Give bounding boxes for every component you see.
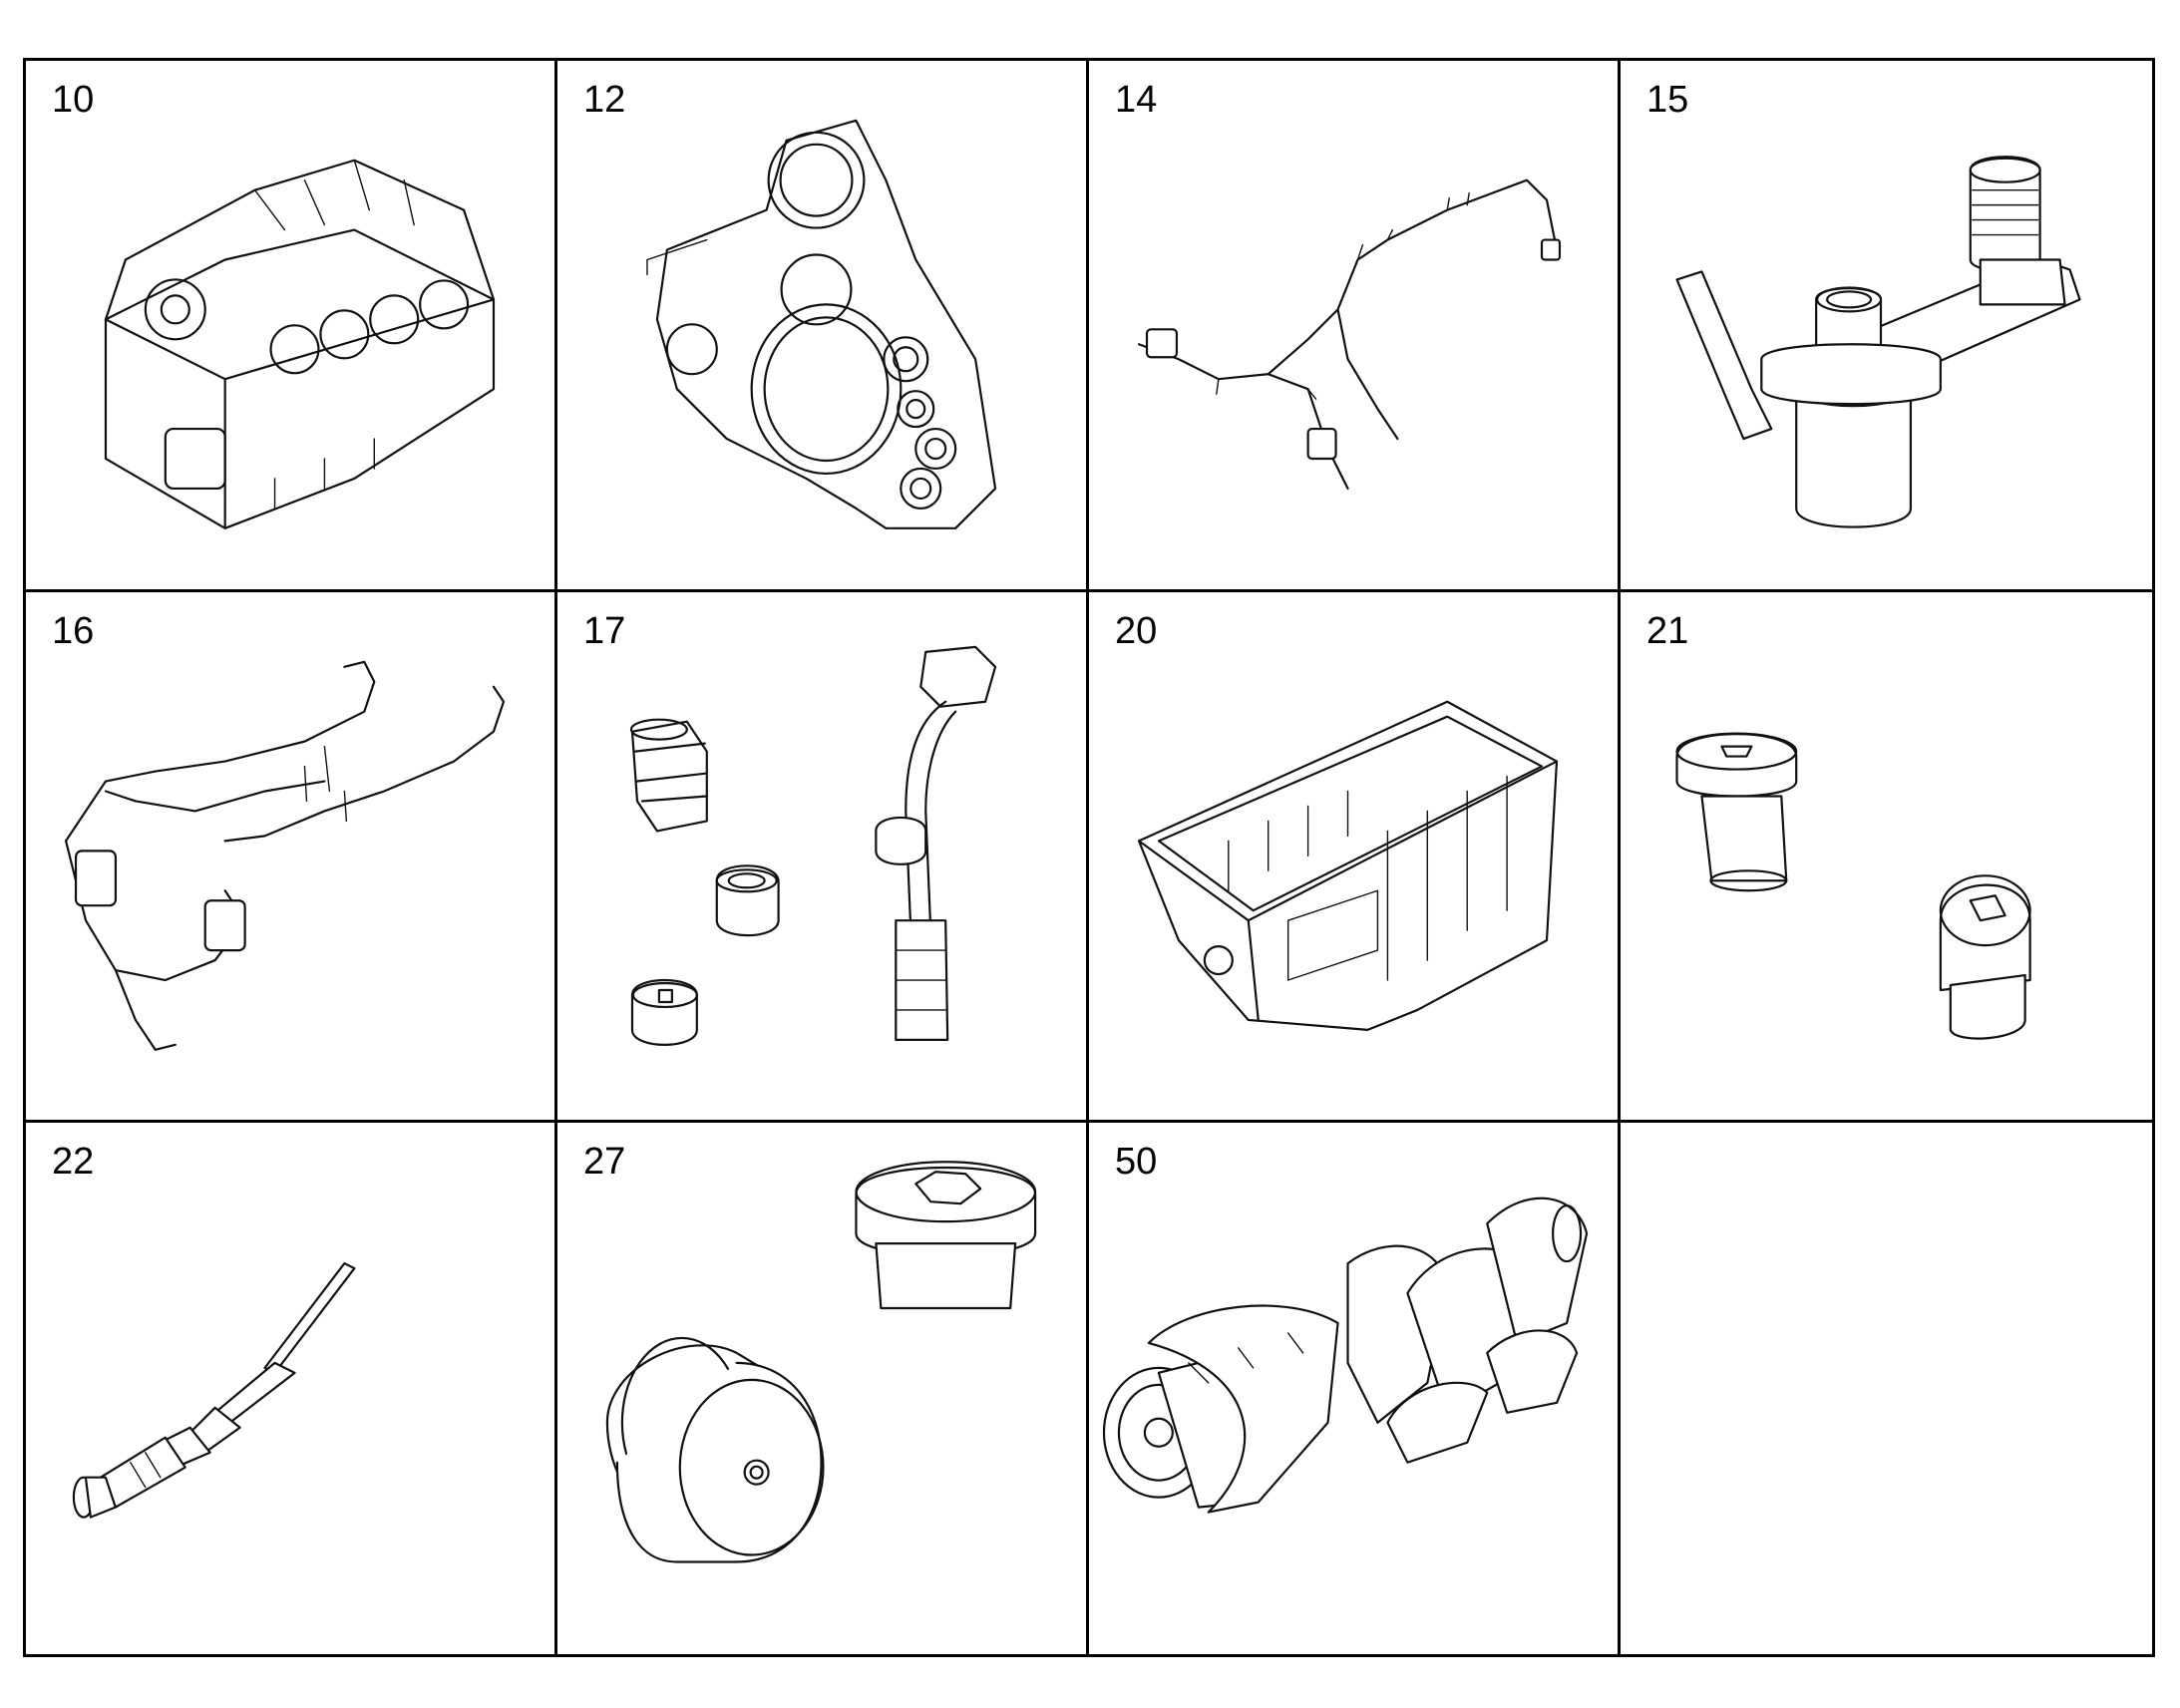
oil-pan-icon [1137, 700, 1559, 1031]
part-number: 21 [1646, 609, 1689, 652]
part-number: 12 [583, 79, 626, 121]
empty-cell [1621, 1123, 2152, 1654]
part-number: 17 [583, 609, 626, 652]
part-cell-10[interactable]: 10 [26, 61, 557, 592]
screw-plug-pair-icon [1675, 732, 2031, 1040]
part-number: 50 [1115, 1141, 1158, 1184]
parts-grid: 10 12 14 [23, 58, 2155, 1657]
part-number: 14 [1115, 79, 1158, 121]
part-cell-21[interactable]: 21 [1621, 592, 2152, 1124]
wiring-harness-icon [1137, 178, 1562, 491]
part-number: 27 [583, 1141, 626, 1184]
plugs-and-pipe-icon [629, 645, 997, 1046]
part-cell-50[interactable]: 50 [1089, 1123, 1621, 1654]
part-cell-22[interactable]: 22 [26, 1123, 557, 1654]
part-number: 22 [52, 1141, 95, 1184]
part-cell-27[interactable]: 27 [557, 1123, 1089, 1654]
part-cell-17[interactable]: 17 [557, 591, 1089, 1124]
fuel-line-assembly-icon [64, 660, 506, 1051]
part-number: 15 [1646, 79, 1689, 121]
glow-plug-sensor-icon [72, 1262, 356, 1520]
part-cell-16[interactable]: 16 [26, 591, 557, 1124]
part-cell-15[interactable]: 15 [1621, 61, 2152, 592]
drain-plug-pair-icon [605, 1161, 1037, 1563]
timing-cover-icon [646, 119, 997, 529]
part-number: 20 [1115, 609, 1158, 652]
part-cell-14[interactable]: 14 [1089, 61, 1621, 592]
engine-block-icon [104, 159, 496, 529]
part-number: 10 [52, 79, 95, 121]
part-number: 16 [52, 609, 95, 652]
oil-pipe-fitting-icon [1675, 156, 2081, 528]
part-cell-20[interactable]: 20 [1089, 591, 1621, 1124]
crankshaft-icon [1102, 1197, 1589, 1515]
part-cell-12[interactable]: 12 [557, 61, 1089, 592]
